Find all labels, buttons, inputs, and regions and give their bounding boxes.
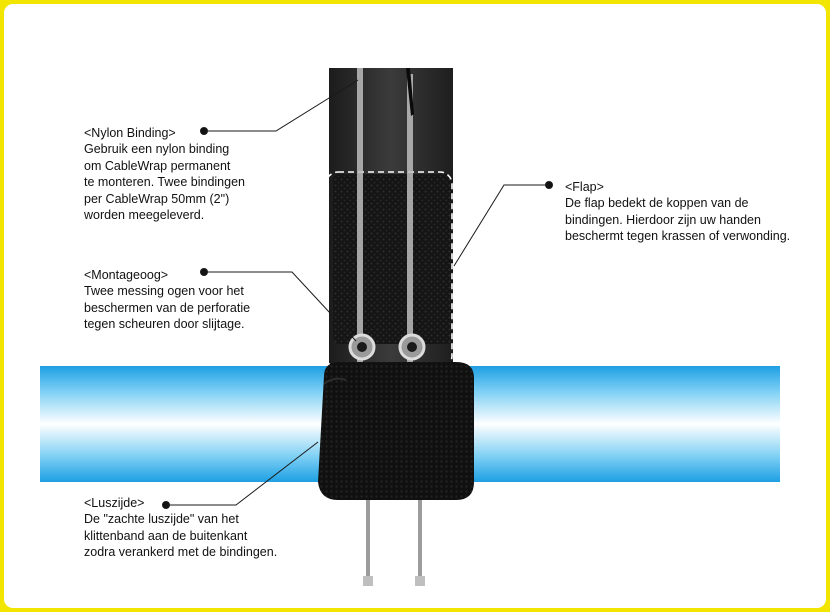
callout-title: <Nylon Binding> xyxy=(84,126,176,140)
callout-title: <Flap> xyxy=(565,180,604,194)
callout-montageoog: <Montageoog> Twee messing ogen voor het … xyxy=(84,267,250,333)
callout-nylon-binding: <Nylon Binding> Gebruik een nylon bindin… xyxy=(84,125,245,223)
tie-end-right xyxy=(418,500,422,580)
loop-side-wrap xyxy=(318,362,474,500)
callout-line: De flap bedekt de koppen van de xyxy=(565,196,749,211)
tie-end-left xyxy=(366,500,370,580)
cable-tie-left xyxy=(357,68,363,368)
callout-luszijde: <Luszijde> De "zachte luszijde" van het … xyxy=(84,495,277,561)
callout-line: worden meegeleverd. xyxy=(84,208,205,223)
callout-line: klittenband aan de buitenkant xyxy=(84,528,248,543)
callout-line: beschermt tegen krassen of verwonding. xyxy=(565,229,791,244)
cable-tie-tail xyxy=(406,68,414,116)
callout-line: Gebruik een nylon binding xyxy=(84,142,230,157)
leader-lines xyxy=(162,79,553,509)
callout-line: De "zachte luszijde" van het xyxy=(84,512,239,527)
cable-ties xyxy=(357,68,414,368)
callout-line: beschermen van de perforatie xyxy=(84,300,251,315)
callout-title: <Montageoog> xyxy=(84,268,169,282)
callout-line: bindingen. Hierdoor zijn uw handen xyxy=(565,212,761,227)
callout-title: <Luszijde> xyxy=(84,496,145,510)
diagram-frame: <Nylon Binding> Gebruik een nylon bindin… xyxy=(4,4,826,608)
callout-line: tegen scheuren door slijtage. xyxy=(84,317,245,332)
cablewrap-illustration xyxy=(40,68,780,586)
callout-line: Twee messing ogen voor het xyxy=(84,284,244,299)
velcro-patch xyxy=(333,174,453,344)
callout-line: zodra verankerd met de bindingen. xyxy=(84,545,278,560)
cable-tie-right xyxy=(407,74,413,368)
callout-flap: <Flap> De flap bedekt de koppen van de b… xyxy=(565,179,790,245)
eyelets xyxy=(348,333,426,361)
callout-line: per CableWrap 50mm (2") xyxy=(84,191,230,206)
callout-line: om CableWrap permanent xyxy=(84,158,231,173)
callout-line: te monteren. Twee bindingen xyxy=(84,175,245,190)
